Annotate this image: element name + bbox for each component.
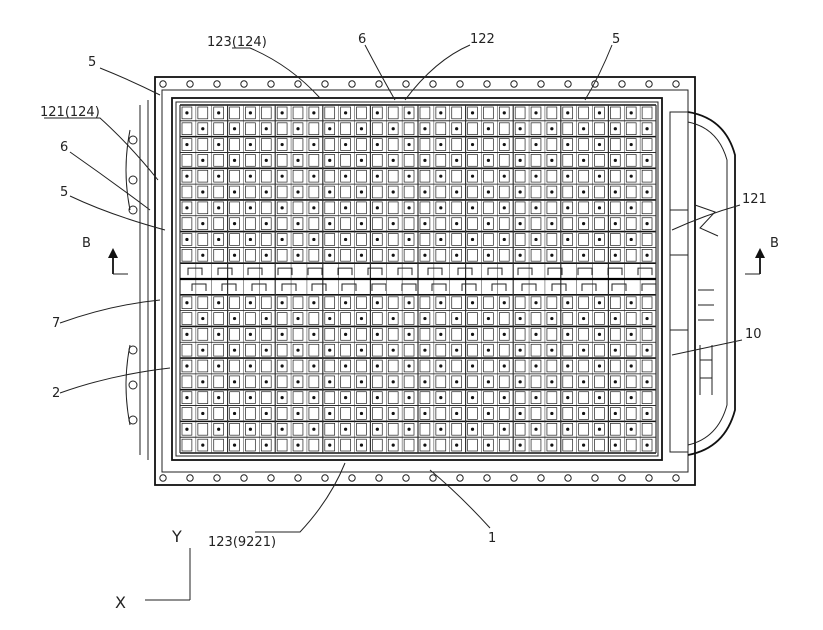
label-123-124-top: 123(124) — [207, 35, 267, 50]
section-marker-right — [745, 248, 765, 274]
label-122: 122 — [470, 32, 495, 47]
label-6-left: 6 — [60, 140, 68, 155]
label-10: 10 — [745, 327, 762, 342]
right-cover — [670, 112, 735, 455]
label-6-top: 6 — [358, 32, 366, 47]
label-section-b-right: B — [770, 236, 779, 251]
leader-lines — [44, 45, 742, 532]
label-121-124: 121(124) — [40, 105, 100, 120]
cell-module-grid — [180, 105, 656, 453]
tray-frame — [155, 77, 695, 485]
label-5-left-top: 5 — [88, 55, 96, 70]
label-5-left-mid: 5 — [60, 185, 68, 200]
label-axis-x: X — [115, 593, 126, 612]
label-section-b-left: B — [82, 236, 91, 251]
section-marker-left — [108, 248, 128, 274]
label-7: 7 — [52, 316, 60, 331]
label-axis-y: Y — [171, 527, 182, 546]
label-123-9221: 123(9221) — [208, 535, 276, 550]
label-2: 2 — [52, 386, 60, 401]
coordinate-axes — [145, 548, 190, 600]
label-1: 1 — [488, 531, 496, 546]
label-121-right: 121 — [742, 192, 767, 207]
label-5-top-right: 5 — [612, 32, 620, 47]
left-bracket — [126, 100, 148, 460]
